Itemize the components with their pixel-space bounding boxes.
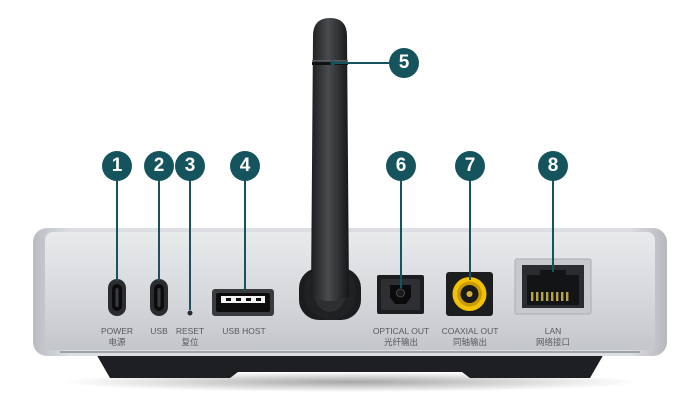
callout-1: 1 (102, 151, 132, 181)
label-coaxial-out-en: COAXIAL OUT (441, 326, 499, 336)
label-power: POWER 电源 (101, 326, 133, 348)
power-port-graphic (108, 279, 126, 316)
label-power-en: POWER (100, 326, 134, 336)
label-coaxial-out-zh: 同轴输出 (452, 337, 487, 347)
label-usb-host-en: USB HOST (222, 326, 266, 336)
label-reset-en: RESET (175, 326, 205, 336)
label-coaxial-out: COAXIAL OUT 同轴输出 (442, 326, 499, 348)
label-usb-en: USB (150, 326, 168, 336)
usb-host-port-graphic (212, 289, 274, 316)
label-usb: USB (150, 326, 167, 337)
usb-port-graphic (150, 279, 168, 316)
callout-6: 6 (386, 151, 416, 181)
optical-out-port-graphic (377, 275, 424, 314)
callout-8: 8 (538, 151, 568, 181)
callout-7: 7 (455, 151, 485, 181)
label-power-zh: 电源 (108, 337, 126, 347)
label-reset-zh: 复位 (181, 337, 199, 347)
callout-3: 3 (175, 151, 205, 181)
label-lan: LAN 网络接口 (536, 326, 570, 348)
antenna-graphic (299, 18, 361, 320)
reset-hole-graphic (187, 310, 193, 316)
label-lan-en: LAN (544, 326, 562, 336)
chassis-base (95, 352, 605, 378)
label-optical-out-zh: 光纤输出 (383, 337, 419, 347)
label-lan-zh: 网络接口 (535, 337, 571, 347)
callout-leaders (116, 62, 554, 310)
callout-5: 5 (389, 48, 419, 78)
label-reset: RESET 复位 (176, 326, 204, 348)
callout-4: 4 (230, 151, 260, 181)
label-optical-out: OPTICAL OUT 光纤输出 (373, 326, 429, 348)
antenna-leader-dot (330, 60, 336, 66)
label-usb-host: USB HOST (222, 326, 265, 337)
label-optical-out-en: OPTICAL OUT (372, 326, 430, 336)
callout-2: 2 (144, 151, 174, 181)
coaxial-out-port-graphic (446, 272, 493, 316)
